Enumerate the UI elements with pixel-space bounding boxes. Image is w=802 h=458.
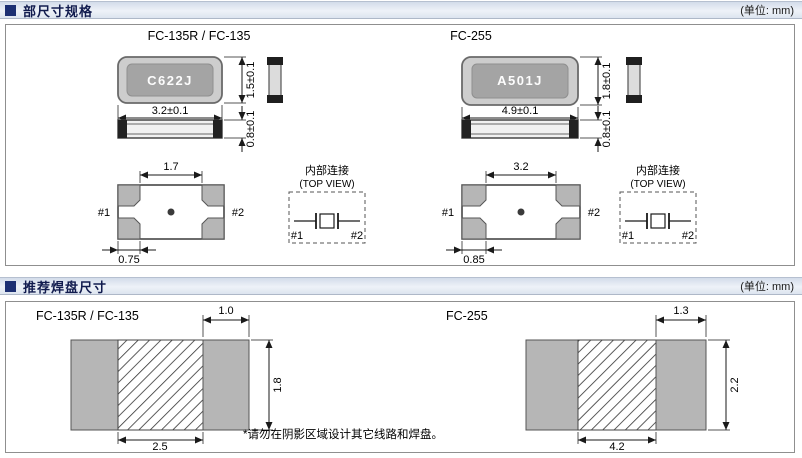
fc135-package-cavity — [126, 63, 214, 97]
fc255-pad-width-value: 0.85 — [463, 254, 484, 265]
fc135-internal-subtitle: (TOP VIEW) — [299, 179, 354, 190]
section-bullet-icon — [5, 280, 16, 292]
fc255-internal-pin2: #2 — [682, 230, 694, 242]
fc255-drawing-title: FC-255 — [450, 29, 492, 43]
fc135-land-width-value: 1.0 — [218, 305, 233, 317]
fc135-orientation-dot — [167, 208, 175, 216]
fc255-internal-title: 内部连接 — [636, 163, 680, 177]
fc135-pad-bottom-right — [201, 217, 225, 240]
fc135-width-value: 3.2±0.1 — [152, 105, 189, 117]
fc135-pad-top-left — [117, 184, 141, 207]
fc255-package-cavity — [471, 63, 569, 99]
fc135-pad-top-right — [201, 184, 225, 207]
fc135-bottom-view: #1 #2 — [98, 184, 244, 240]
fc255-pad-bottom-left — [461, 217, 487, 240]
section1-title: 部尺寸规格 — [23, 3, 94, 19]
fc255-crystal-symbol — [650, 213, 666, 229]
fc255-keepout-area — [577, 339, 657, 431]
fc255-orientation-dot — [517, 208, 525, 216]
fc135-internal-outline — [288, 191, 366, 244]
fc255-internal-outline — [619, 191, 697, 244]
fc135-land-height-value: 1.8 — [272, 377, 284, 392]
fc135-land-gap-dimension: 2.5 — [117, 432, 204, 452]
fc135-land-pattern: FC-135R / FC-135 1.0 1.8 2.5 — [36, 305, 284, 452]
fc135-pad-pitch-value: 1.7 — [163, 161, 178, 173]
fc135-land-title: FC-135R / FC-135 — [36, 309, 139, 323]
fc255-thickness-value: 0.8±0.1 — [601, 111, 613, 148]
fc255-internal-subtitle: (TOP VIEW) — [630, 179, 685, 190]
fc135-land-width-dimension: 1.0 — [202, 305, 250, 337]
dimension-drawings: FC-135R / FC-135 C622J 3.2±0.1 1.5±0.1 — [98, 29, 697, 265]
fc135-internal-title: 内部连接 — [305, 163, 349, 177]
fc135-land-gap-value: 2.5 — [152, 441, 167, 452]
fc135-pad-pitch-dimension: 1.7 — [139, 161, 203, 183]
fc135-land-pad-right — [202, 339, 250, 431]
fc255-land-height-dimension: 2.2 — [708, 339, 741, 431]
fc135-internal-connection: 内部连接 (TOP VIEW) #1 #2 — [288, 163, 366, 244]
fc135-land-height-dimension: 1.8 — [251, 339, 284, 431]
fc135-pin1-label: #1 — [98, 207, 110, 219]
section-bullet-icon — [5, 4, 16, 16]
fc135-pad-width-value: 0.75 — [118, 254, 139, 265]
fc255-land-pad-left — [525, 339, 579, 431]
fc135-side-view — [117, 119, 223, 139]
fc135-part-marking: C622J — [147, 73, 193, 88]
fc135-keepout-area — [117, 339, 204, 431]
dimension-spec-box: FC-135R / FC-135 C622J 3.2±0.1 1.5±0.1 — [5, 24, 795, 266]
fc255-pad-pitch-dimension: 3.2 — [485, 161, 557, 183]
fc255-internal-pin1: #1 — [622, 230, 634, 242]
fc255-land-gap-value: 4.2 — [609, 441, 624, 452]
fc255-end-view — [626, 57, 642, 103]
fc135-height-dimension: 1.5±0.1 — [224, 56, 257, 104]
fc255-pad-top-right — [555, 184, 581, 207]
fc135-drawing-title: FC-135R / FC-135 — [148, 29, 251, 43]
section2-title: 推荐焊盘尺寸 — [23, 279, 108, 295]
fc135-width-dimension: 3.2±0.1 — [117, 105, 223, 123]
fc135-pin2-label: #2 — [232, 207, 244, 219]
fc255-drawing: FC-255 A501J 4.9±0.1 1.8±0.1 — [442, 29, 697, 265]
fc135-thickness-dimension: 0.8±0.1 — [224, 106, 257, 152]
fc135-top-view: C622J — [117, 56, 223, 104]
fc255-width-value: 4.9±0.1 — [502, 105, 539, 117]
fc255-top-view: A501J — [461, 56, 579, 106]
fc255-side-view — [461, 119, 579, 139]
keepout-note: *请勿在阴影区域设计其它线路和焊盘。 — [243, 427, 443, 441]
fc255-land-pattern: FC-255 1.3 2.2 4.2 — [446, 305, 741, 452]
fc255-pad-top-left — [461, 184, 487, 207]
fc135-height-value: 1.5±0.1 — [245, 62, 257, 99]
fc135-land-pad-left — [70, 339, 119, 431]
section1-unit: (单位: mm) — [740, 5, 794, 17]
land-pattern-box: FC-135R / FC-135 1.0 1.8 2.5 FC-255 — [5, 301, 795, 453]
fc255-pin1-label: #1 — [442, 207, 454, 219]
fc135-crystal-symbol — [319, 213, 335, 229]
fc255-height-value: 1.8±0.1 — [601, 63, 613, 100]
fc255-internal-connection: 内部连接 (TOP VIEW) #1 #2 — [619, 163, 697, 244]
fc255-land-width-value: 1.3 — [673, 305, 688, 317]
fc255-height-dimension: 1.8±0.1 — [580, 56, 613, 106]
dimension-spec-header: 部尺寸规格 (单位: mm) — [0, 1, 802, 19]
section2-unit: (单位: mm) — [740, 281, 794, 293]
fc255-land-width-dimension: 1.3 — [655, 305, 707, 337]
fc255-land-pad-right — [655, 339, 707, 431]
fc135-end-view — [267, 57, 283, 103]
fc255-thickness-dimension: 0.8±0.1 — [580, 106, 613, 152]
fc135-pad-width-dimension: 0.75 — [102, 241, 156, 265]
fc135-drawing: FC-135R / FC-135 C622J 3.2±0.1 1.5±0.1 — [98, 29, 366, 265]
fc255-land-gap-dimension: 4.2 — [577, 432, 657, 452]
fc255-pin2-label: #2 — [588, 207, 600, 219]
fc255-pad-pitch-value: 3.2 — [513, 161, 528, 173]
land-pattern-drawings: FC-135R / FC-135 1.0 1.8 2.5 FC-255 — [36, 305, 741, 452]
land-pattern-header: 推荐焊盘尺寸 (单位: mm) — [0, 277, 802, 295]
fc135-internal-pin1: #1 — [291, 230, 303, 242]
fc135-thickness-value: 0.8±0.1 — [245, 111, 257, 148]
fc135-internal-pin2: #2 — [351, 230, 363, 242]
fc255-land-height-value: 2.2 — [729, 377, 741, 392]
fc255-part-marking: A501J — [497, 73, 543, 88]
fc255-bottom-view: #1 #2 — [442, 184, 600, 240]
fc255-pad-bottom-right — [555, 217, 581, 240]
fc135-pad-bottom-left — [117, 217, 141, 240]
fc255-land-title: FC-255 — [446, 309, 488, 323]
fc255-pad-width-dimension: 0.85 — [446, 241, 502, 265]
